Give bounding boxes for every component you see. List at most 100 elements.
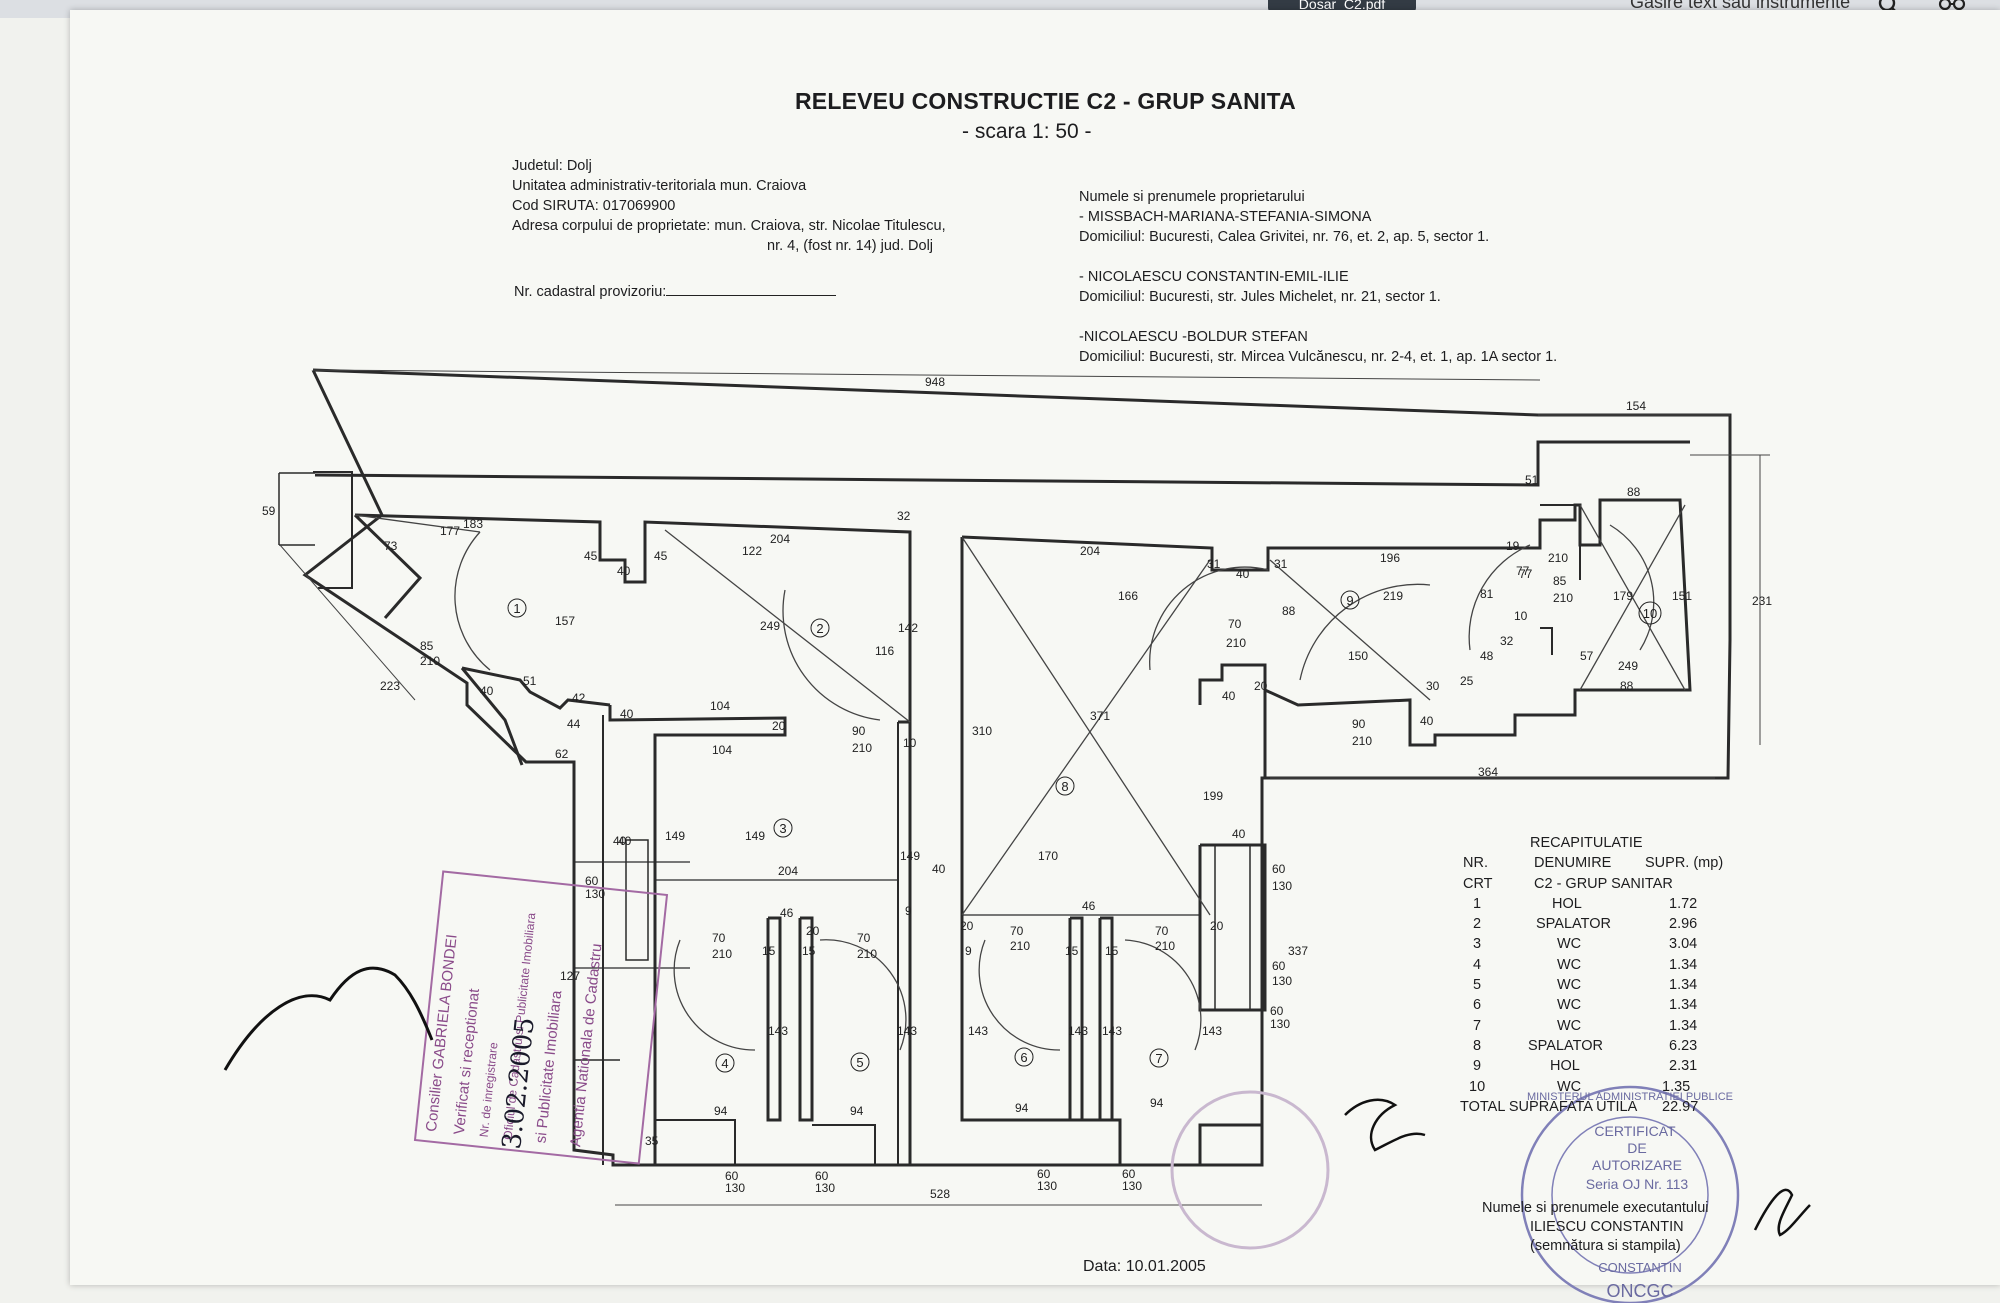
dimension-label: 219	[1383, 589, 1403, 603]
cert-ring: MINISTERUL ADMINISTRATIEI PUBLICE	[1527, 1091, 1733, 1103]
executant-name: ILIESCU CONSTANTIN	[1530, 1219, 1684, 1235]
dimension-label: 10	[903, 736, 917, 750]
dimension-label: 60	[1122, 1167, 1136, 1181]
dimension-label: 337	[1288, 944, 1308, 958]
dimension-label: 130	[585, 887, 605, 901]
dimension-label: 223	[380, 679, 400, 693]
recap-subheader: C2 - GRUP SANITAR	[1534, 875, 1673, 892]
dimension-label: 310	[972, 724, 992, 738]
dimension-label: 157	[555, 614, 575, 628]
dimension-label: 196	[1380, 551, 1400, 565]
dimension-label: 48	[1480, 649, 1494, 663]
dimension-label: 25	[1460, 674, 1474, 688]
dimension-label: 60	[1270, 1004, 1284, 1018]
dimension-label: 46	[780, 906, 794, 920]
room-number: 7	[1155, 1051, 1162, 1066]
recap-title: RECAPITULATIE	[1530, 835, 1643, 851]
dimension-label: 70	[712, 931, 726, 945]
owner-name: -NICOLAESCU -BOLDUR STEFAN	[1079, 329, 1308, 345]
dimension-label: 40	[932, 862, 946, 876]
dimension-label: 364	[1478, 765, 1498, 779]
dimension-label: 210	[1010, 939, 1030, 953]
dimension-label: 130	[725, 1181, 745, 1195]
cert-line: AUTORIZARE	[1592, 1157, 1682, 1173]
dimension-label: 143	[1102, 1024, 1122, 1038]
room-number: 9	[1346, 593, 1353, 608]
dimension-label: 94	[850, 1104, 864, 1118]
dimension-label: 85	[1553, 574, 1567, 588]
dimension-label: 31	[1274, 557, 1288, 571]
dimension-label: 81	[1480, 587, 1494, 601]
dimension-label: 40	[1232, 827, 1246, 841]
file-tab[interactable]: Dosar_C2.pdf	[1268, 0, 1416, 12]
dimension-label: 210	[1548, 551, 1568, 565]
room-number: 4	[721, 1056, 728, 1071]
dimension-label: 130	[1122, 1179, 1142, 1193]
dimension-label: 60	[585, 874, 599, 888]
dimension-label: 204	[1080, 544, 1100, 558]
search-input[interactable]: Găsire text sau instrumente	[1630, 0, 1851, 12]
info-line: Adresa corpului de proprietate: mun. Cra…	[512, 218, 946, 234]
dimension-label: 57	[1580, 649, 1594, 663]
executant-label: Numele si prenumele executantului	[1482, 1200, 1709, 1216]
dimension-label: 40	[620, 707, 634, 721]
dimension-label: 77	[1519, 567, 1533, 581]
dimension-label: 528	[930, 1187, 950, 1201]
dimension-label: 60	[725, 1169, 739, 1183]
info-line: Judetul: Dolj	[512, 158, 592, 174]
signature-center	[1344, 1098, 1426, 1152]
dimension-label: 88	[1627, 485, 1641, 499]
dimension-label: 73	[384, 539, 398, 553]
property-info: Judetul: Dolj Unitatea administrativ-ter…	[512, 156, 946, 256]
dimension-label: 46	[1082, 899, 1096, 913]
dimension-label: 60	[1272, 959, 1286, 973]
owner-name: - NICOLAESCU CONSTANTIN-EMIL-ILIE	[1079, 269, 1349, 285]
dimension-label: 210	[1226, 636, 1246, 650]
dimension-label: 77	[1516, 564, 1530, 578]
dimension-label: 249	[1618, 659, 1638, 673]
cadastral-number: Nr. cadastral provizoriu:	[514, 282, 837, 302]
dimension-label: 371	[1090, 709, 1110, 723]
room-number: 8	[1061, 779, 1068, 794]
dimension-label: 143	[1202, 1024, 1222, 1038]
dimension-label: 90	[852, 724, 866, 738]
dimension-label: 130	[1037, 1179, 1057, 1193]
dimension-label: 948	[925, 375, 945, 389]
dimension-label: 143	[1068, 1024, 1088, 1038]
dimension-label: 20	[806, 924, 820, 938]
info-line: nr. 4, (fost nr. 14) jud. Dolj	[767, 238, 934, 254]
signature-right	[1753, 1188, 1811, 1237]
dimension-label: 210	[1553, 591, 1573, 605]
dimension-label: 143	[768, 1024, 788, 1038]
dimension-label: 30	[1426, 679, 1440, 693]
dimension-label: 204	[770, 532, 790, 546]
dimension-label: 210	[1155, 939, 1175, 953]
dimension-label: 179	[1613, 589, 1633, 603]
dimension-label: 15	[1065, 944, 1079, 958]
dimension-label: 210	[852, 741, 872, 755]
owner-address: Domiciliul: Bucuresti, str. Mircea Vulcă…	[1079, 349, 1558, 365]
agency-stamp: Consilier GABRIELA BONDEI Verificat si r…	[413, 870, 669, 1165]
dimension-label: 40	[1420, 714, 1434, 728]
dimension-label: 15	[762, 944, 776, 958]
dimension-label: 42	[572, 691, 586, 705]
dimension-label: 199	[1203, 789, 1223, 803]
dimension-label: 10	[1514, 609, 1528, 623]
dimension-label: 40	[618, 834, 632, 848]
dimension-label: 19	[1506, 539, 1520, 553]
dimension-label: 20	[960, 919, 974, 933]
recap-subheader: CRT	[1463, 875, 1493, 892]
dimension-label: 32	[897, 509, 911, 523]
dimension-label: 94	[1015, 1101, 1029, 1115]
dimension-label: 62	[555, 747, 569, 761]
agency-line: si Publicitate Imobiliara	[532, 989, 565, 1144]
agency-line: Nr. de inregistrare	[477, 1041, 501, 1138]
recap-header: NR.	[1463, 855, 1488, 872]
signature-left	[223, 966, 434, 1071]
room-number: 3	[779, 821, 786, 836]
dimension-label: 104	[712, 743, 732, 757]
dimension-label: 88	[1620, 679, 1634, 693]
dimension-label: 210	[712, 947, 732, 961]
dimension-label: 149	[665, 829, 685, 843]
glasses-icon[interactable]	[1938, 0, 1966, 14]
